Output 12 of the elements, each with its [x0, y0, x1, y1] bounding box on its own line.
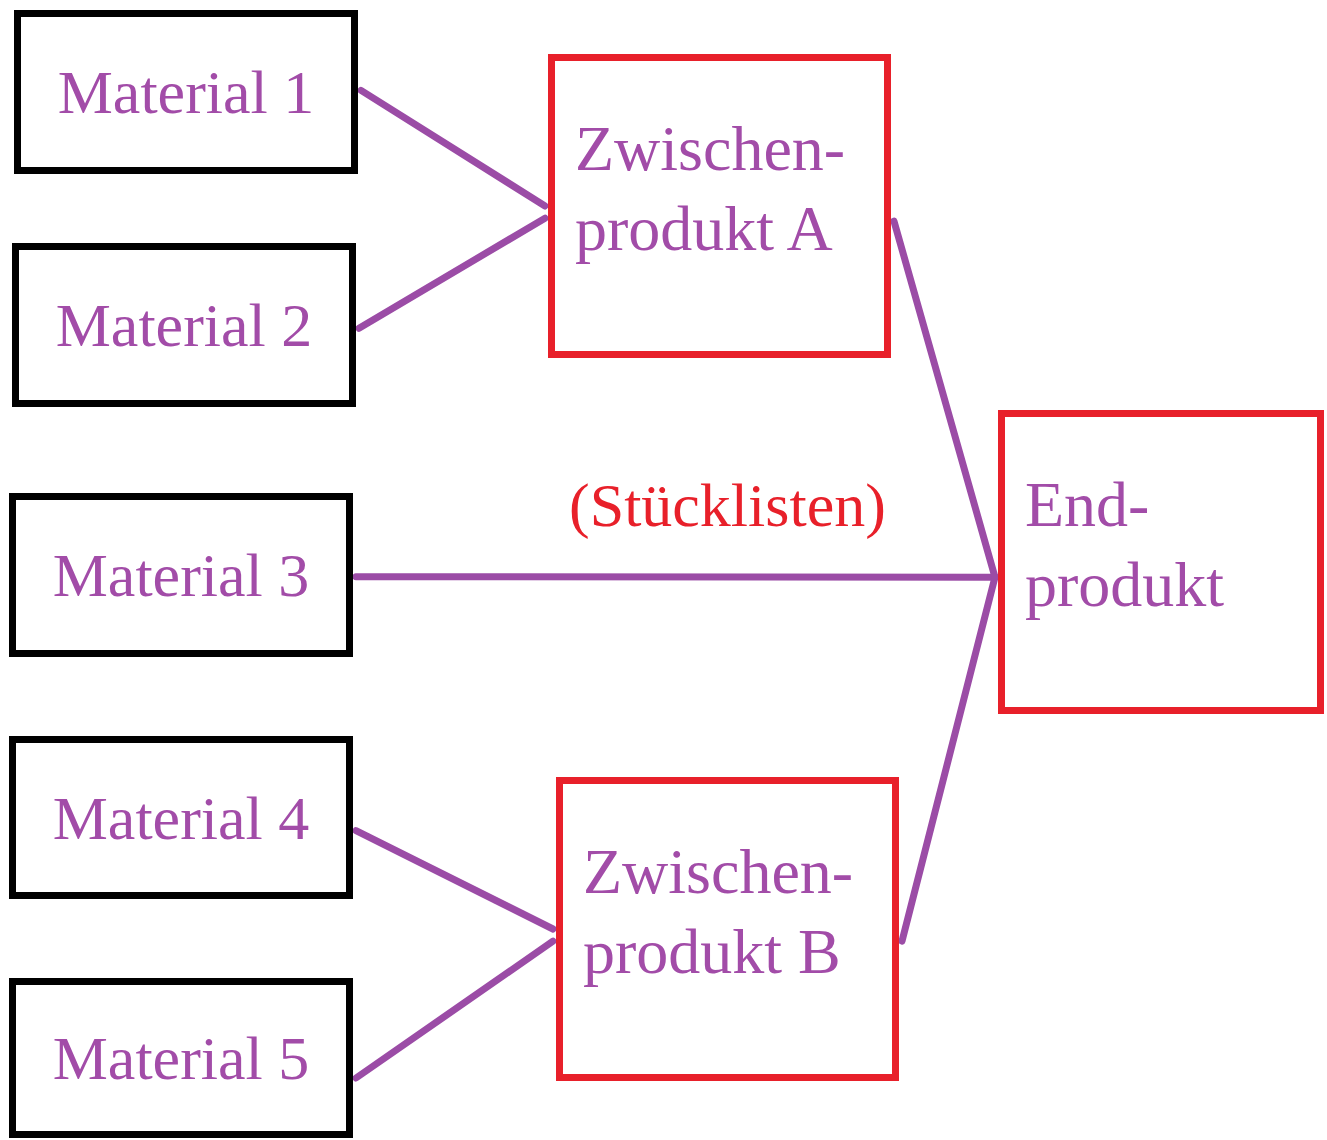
connector-line	[355, 214, 549, 332]
material-box: Material 2	[12, 243, 356, 407]
material-box: Material 5	[9, 978, 353, 1138]
material-box: Material 3	[9, 493, 353, 657]
material-box: Material 1	[14, 10, 358, 174]
product-box: End- produkt	[998, 410, 1324, 714]
product-box: Zwischen- produkt A	[548, 54, 891, 358]
product-box: Zwischen- produkt B	[556, 777, 899, 1081]
connector-line	[357, 86, 549, 210]
connector-line	[352, 827, 557, 933]
connector-line	[352, 937, 557, 1082]
material-box: Material 4	[9, 736, 353, 899]
